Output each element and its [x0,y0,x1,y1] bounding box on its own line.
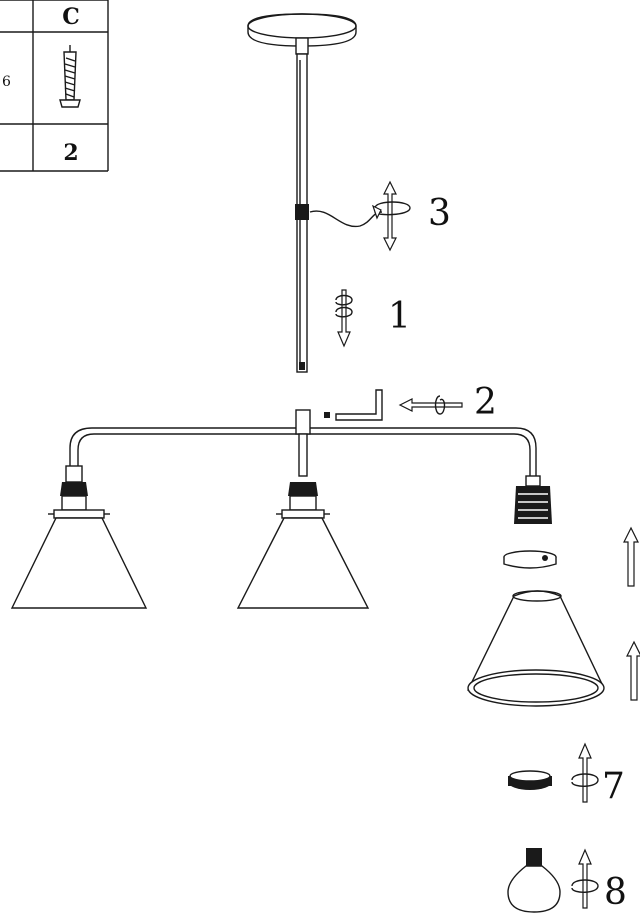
bar-center-hub [295,409,311,435]
left-pendant-shade [10,465,148,609]
ceiling-canopy [247,13,357,55]
step-8-label: 8 [604,872,627,913]
down-rod [295,53,383,373]
step-3-arrow-icon [371,180,411,252]
step-1-arrow-icon [335,289,353,348]
step-1-label: 1 [388,296,411,337]
rod-coupler [295,204,309,220]
table-quantity: 2 [63,140,78,166]
step-2-label: 2 [474,382,497,423]
step-7-arrow-icon [571,742,599,803]
parts-table: C 6 2 [0,0,109,172]
socket-ring-icon [508,770,552,790]
step-2-arrow-icon [398,395,463,415]
step-3-label: 3 [428,193,451,234]
right-lamp-socket [514,475,552,524]
center-pendant-shade [236,482,370,609]
step-8-arrow-icon [571,848,599,909]
right-pendant-shade [466,590,605,707]
table-column-letter: C [62,4,80,30]
shade-ring [503,550,557,569]
screw-icon [59,45,81,108]
up-arrow-icon [623,526,640,701]
table-partial-glyph: 6 [2,74,11,90]
step-7-label: 7 [602,766,625,807]
fixture-bar [69,409,537,477]
light-bulb-icon [507,848,561,913]
allen-key-icon [324,389,383,421]
